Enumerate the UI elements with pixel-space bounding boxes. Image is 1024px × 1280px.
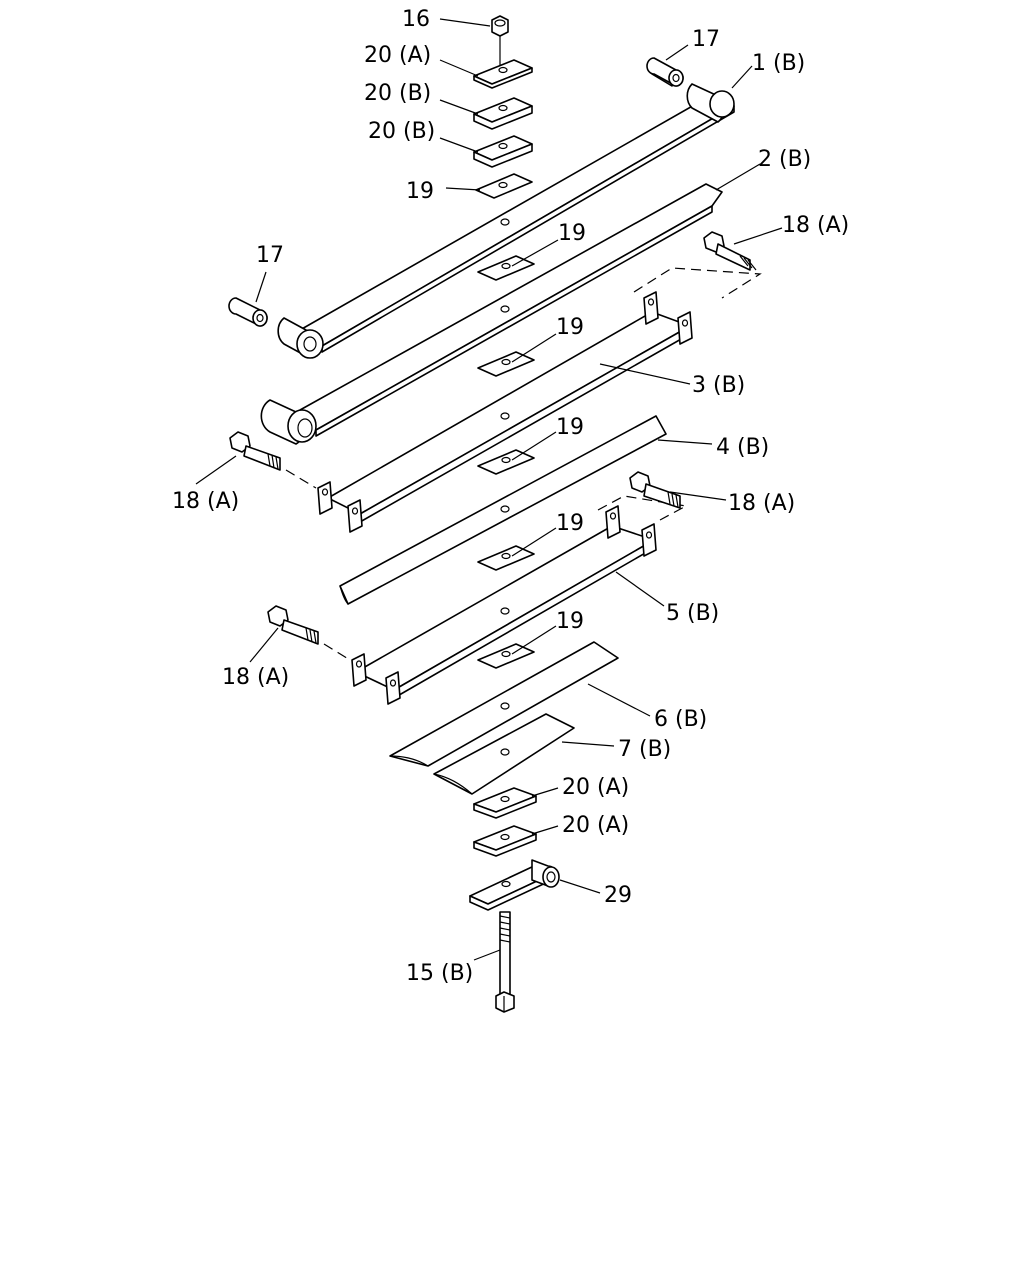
bushing-17-left [228,297,268,327]
label-15b: 15 (B) [406,961,473,986]
plate-19-5 [477,545,535,571]
bolt-path-18a-1 [633,267,762,299]
plate-20a-bottom-2 [473,825,537,857]
center-bolt-15b [495,911,515,1013]
label-17-left: 17 [256,243,284,268]
leaf-1b [277,83,735,359]
leaf-7b [433,713,575,795]
plate-19-2 [477,255,535,281]
plate-20a-bottom-1 [473,787,537,819]
plate-20a-top [473,59,533,89]
leaf-4b [339,415,667,605]
bolt-18a-2 [229,431,317,489]
plate-19-3 [477,351,535,377]
leaf-2b [260,183,723,445]
leader-lines [195,18,783,961]
label-18a-4: 18 (A) [222,665,289,690]
bolt-18a-4 [267,605,351,661]
label-3b: 3 (B) [692,373,745,398]
bolt-18a-3 [629,471,681,509]
nut-16 [491,15,509,66]
label-19-top: 19 [406,179,434,204]
label-5b: 5 (B) [666,601,719,626]
label-6b: 6 (B) [654,707,707,732]
label-18a-2: 18 (A) [172,489,239,514]
plate-19-top [475,173,533,199]
label-20b-1: 20 (B) [364,81,431,106]
plate-20b-2 [473,135,533,168]
leaf-5b [351,505,657,705]
label-20b-2: 20 (B) [368,119,435,144]
bracket-29 [469,859,560,911]
leaf-6b [389,641,619,767]
label-2b: 2 (B) [758,147,811,172]
label-18a-3: 18 (A) [728,491,795,516]
label-19-2: 19 [558,221,586,246]
plate-19-6 [477,643,535,669]
label-19-6: 19 [556,609,584,634]
label-19-3: 19 [556,315,584,340]
bolt-18a-1 [703,231,757,271]
label-1b: 1 (B) [752,51,805,76]
label-18a-1: 18 (A) [782,213,849,238]
label-16: 16 [402,7,430,32]
label-29: 29 [604,883,632,908]
plate-19-4 [477,449,535,475]
leaf-3b [317,291,693,533]
label-20a-bottom-2: 20 (A) [562,813,629,838]
label-4b: 4 (B) [716,435,769,460]
label-7b: 7 (B) [618,737,671,762]
bushing-17-top [646,57,684,87]
plate-20b-1 [473,97,533,130]
label-19-4: 19 [556,415,584,440]
part-labels: 16 20 (A) 20 (B) 20 (B) 19 17 1 (B) 2 (B… [172,7,849,986]
label-20a-top: 20 (A) [364,43,431,68]
label-20a-bottom-1: 20 (A) [562,775,629,800]
label-19-5: 19 [556,511,584,536]
label-17-top: 17 [692,27,720,52]
